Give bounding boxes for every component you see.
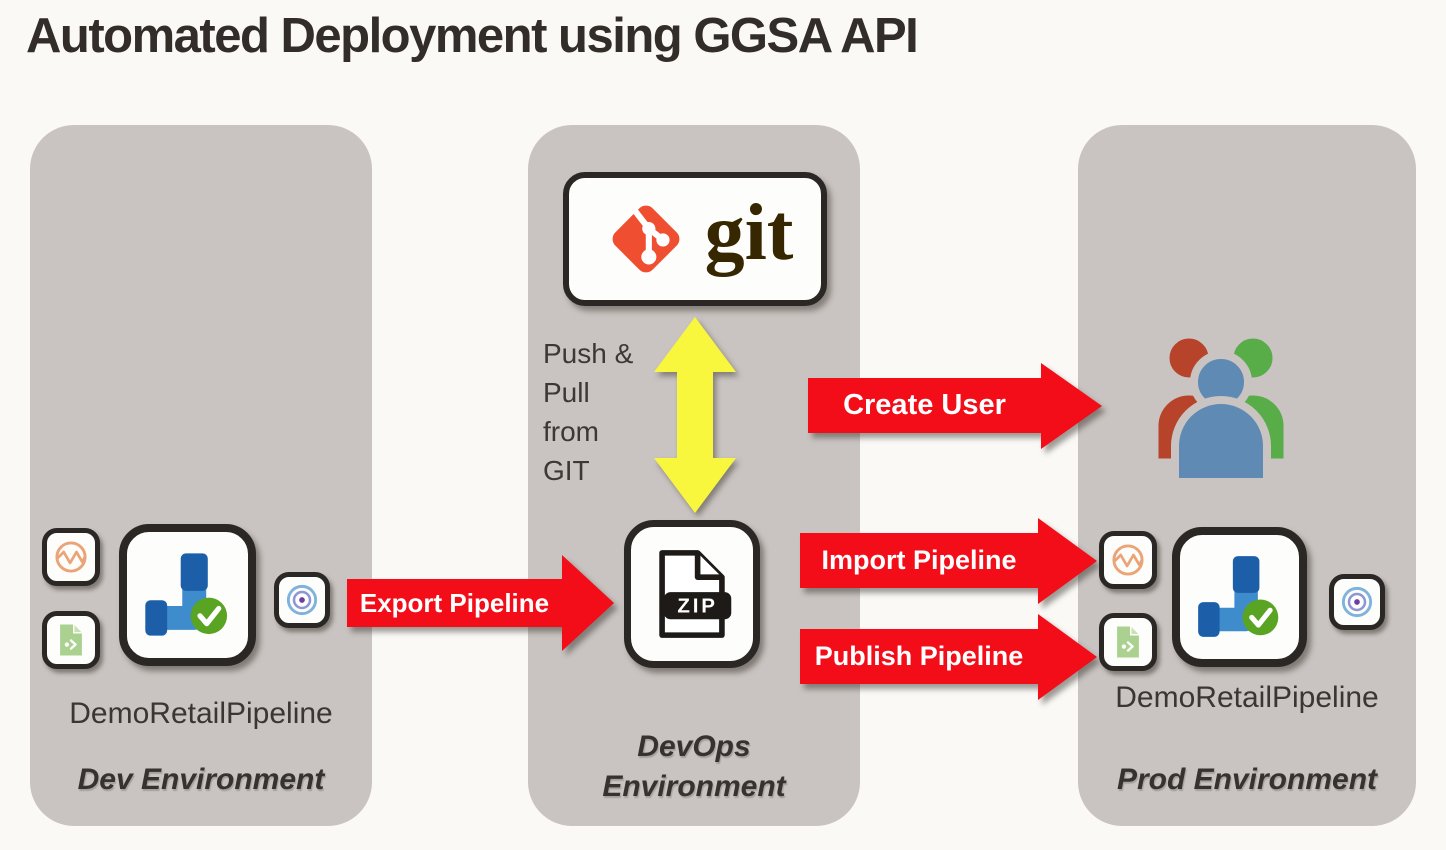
import-pipeline-arrow-head (1038, 518, 1097, 604)
push-pull-line: GIT (543, 455, 590, 486)
push-pull-note: Push & Pull from GIT (543, 334, 633, 490)
import-pipeline-arrow-label: Import Pipeline (821, 545, 1017, 575)
create-user-arrow-label: Create User (843, 389, 1006, 421)
create-user-arrow-body: Create User (808, 378, 1041, 433)
devops-label-line2: Environment (602, 770, 786, 803)
devops-label-line1: DevOps (637, 730, 751, 763)
stream-icon (55, 541, 87, 573)
page-title: Automated Deployment using GGSA API (26, 9, 919, 63)
stream-icon (1112, 544, 1144, 576)
publish-pipeline-arrow-body: Publish Pipeline (800, 629, 1038, 684)
zip-file-icon: ZIP (659, 550, 732, 638)
target-icon (1341, 586, 1373, 618)
script-icon-box-prod (1099, 613, 1157, 671)
prod-environment-label: Prod Environment (1116, 763, 1378, 796)
import-pipeline-arrow-body: Import Pipeline (800, 533, 1038, 588)
create-user-arrow-head (1041, 363, 1102, 449)
script-icon (60, 624, 82, 656)
publish-pipeline-arrow-label: Publish Pipeline (814, 641, 1024, 671)
pipeline-icon-box-prod (1172, 527, 1307, 667)
devops-environment-label: DevOps Environment (528, 727, 860, 807)
pipeline-icon-box-dev (119, 524, 256, 666)
create-user-arrow: Create User (808, 352, 1102, 460)
zip-label: ZIP (677, 595, 717, 618)
export-pipeline-arrow-label: Export Pipeline (359, 587, 550, 618)
git-wordmark: git (704, 189, 794, 277)
users-icon (1151, 331, 1291, 480)
script-icon (1117, 626, 1139, 658)
prod-pipeline-name: DemoRetailPipeline (1115, 681, 1379, 714)
dev-environment-label: Dev Environment (77, 763, 325, 796)
export-pipeline-arrow-head (562, 555, 614, 651)
import-pipeline-arrow: Import Pipeline (800, 518, 1098, 604)
publish-pipeline-arrow: Publish Pipeline (800, 614, 1098, 700)
pipeline-icon (1197, 556, 1278, 637)
target-icon-box-dev (274, 572, 330, 628)
export-pipeline-arrow-body: Export Pipeline (347, 579, 562, 627)
git-logo-box: git (563, 172, 827, 306)
push-pull-line: from (543, 416, 599, 447)
stream-icon-box-dev (42, 528, 100, 586)
target-icon (286, 584, 318, 616)
git-logo-icon (612, 205, 679, 273)
dev-pipeline-name: DemoRetailPipeline (69, 697, 333, 730)
target-icon-box-prod (1329, 574, 1385, 630)
push-pull-line: Push & (543, 338, 634, 369)
export-pipeline-arrow: Export Pipeline (347, 553, 614, 653)
zip-file-box: ZIP (624, 520, 760, 668)
dev-environment-panel (30, 125, 372, 826)
publish-pipeline-arrow-head (1038, 614, 1097, 700)
stream-icon-box-prod (1099, 531, 1157, 589)
pipeline-icon (144, 553, 227, 636)
script-icon-box-dev (42, 611, 100, 669)
push-pull-line: Pull (543, 377, 590, 408)
push-pull-double-arrow (654, 317, 736, 513)
